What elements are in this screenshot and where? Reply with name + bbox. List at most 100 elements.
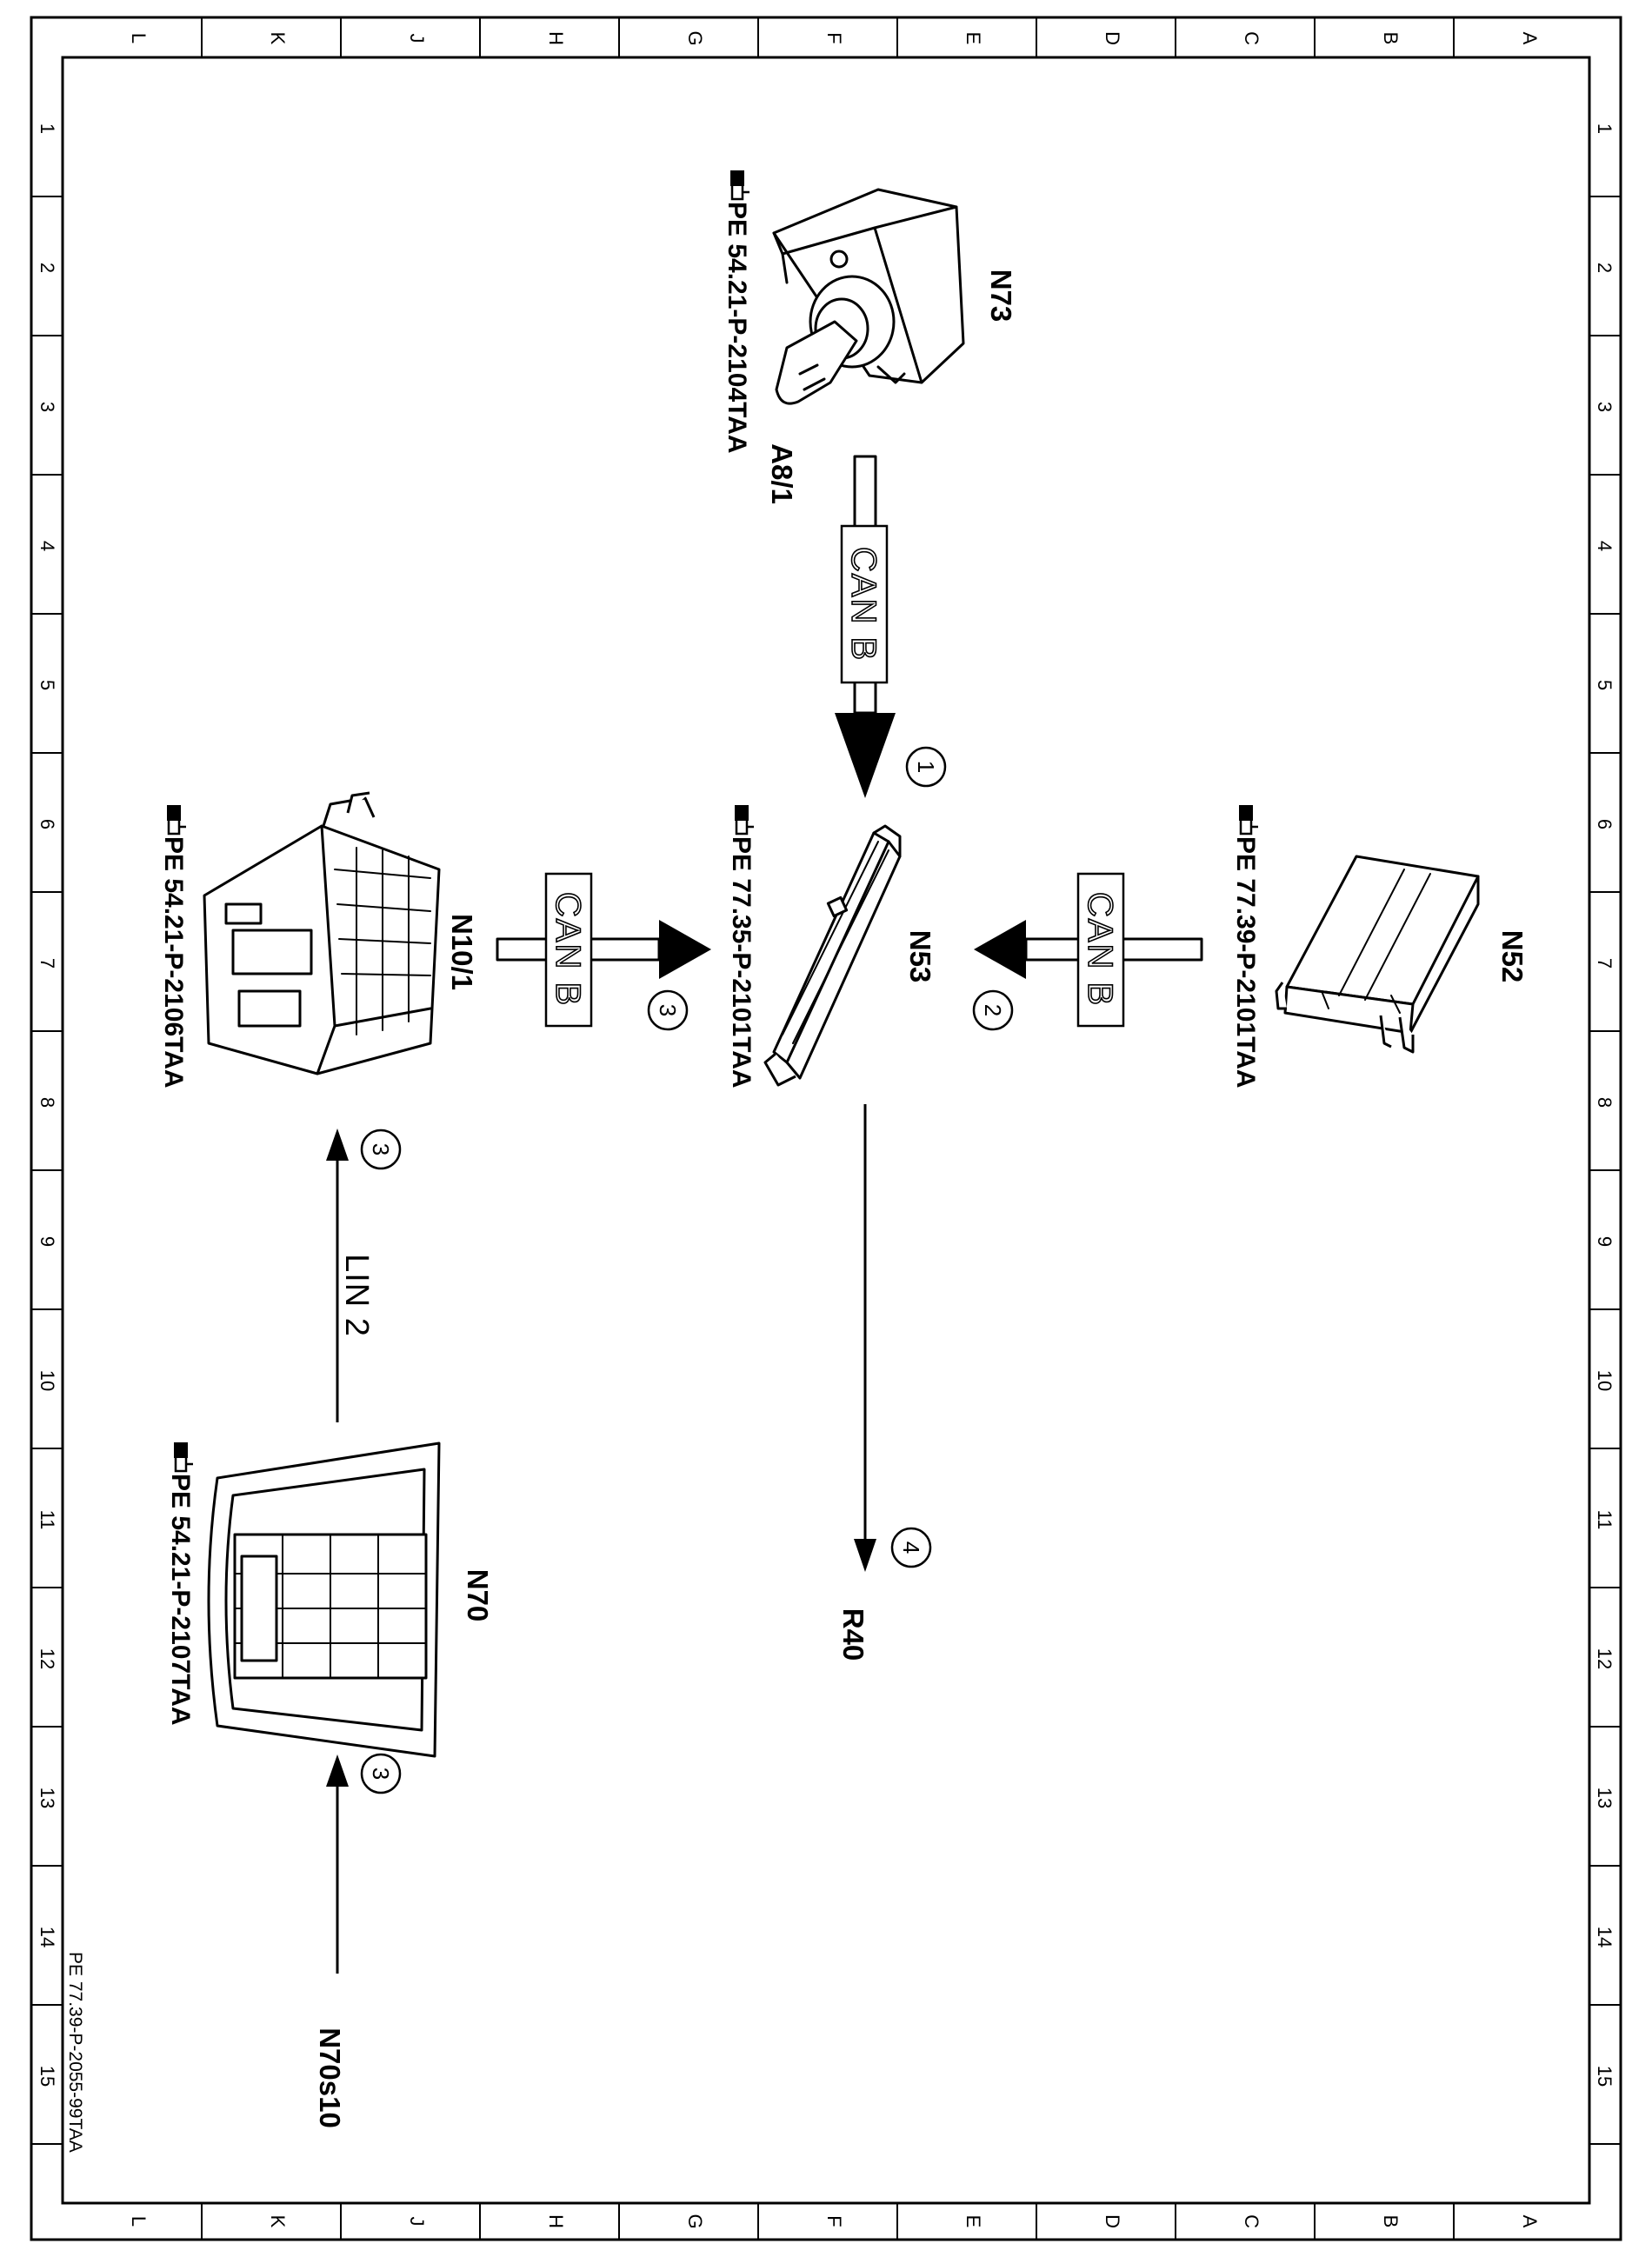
row-number: 1 <box>1594 123 1615 134</box>
column-letters-bottom: L K J H G F E D C B A <box>128 2214 1541 2228</box>
step-badge-6: 3 <box>360 1753 402 1794</box>
bus-label-box-3: CAN B <box>544 872 593 1028</box>
n70-label: N70 <box>462 1569 494 1622</box>
receiver-module-drawing <box>763 824 902 1087</box>
row-number: 6 <box>37 819 58 829</box>
row-number: 6 <box>1594 819 1615 829</box>
col-letter: L <box>128 2216 150 2227</box>
row-number: 5 <box>1594 680 1615 690</box>
row-number: 11 <box>37 1510 58 1530</box>
row-number: 3 <box>37 402 58 412</box>
row-number: 4 <box>1594 541 1615 551</box>
row-number: 15 <box>37 2066 58 2087</box>
row-number: 11 <box>1594 1510 1615 1530</box>
pointing-hand-icon <box>167 805 186 836</box>
row-number: 13 <box>37 1788 58 1808</box>
col-letter: L <box>128 33 150 43</box>
n73-label: N73 <box>985 270 1017 323</box>
n10-1-label: N10/1 <box>446 914 478 990</box>
lin-2-label: LIN 2 <box>338 1254 375 1337</box>
col-letter: D <box>1102 31 1123 45</box>
col-letter: E <box>963 32 984 45</box>
n52-label: N52 <box>1496 930 1529 983</box>
step-badge-5: 3 <box>360 1128 402 1170</box>
step-number: 3 <box>655 1004 681 1016</box>
col-letter: E <box>963 2215 984 2228</box>
n53-label: N53 <box>904 930 936 983</box>
col-letter: H <box>545 31 567 45</box>
row-number: 12 <box>1594 1648 1615 1669</box>
step-badge-2: 2 <box>972 989 1014 1031</box>
ref-text[interactable]: PE 54.21-P-2107TAA <box>166 1474 195 1726</box>
col-letter: B <box>1380 2215 1402 2228</box>
row-number: 9 <box>1594 1236 1615 1247</box>
row-number: 8 <box>37 1097 58 1108</box>
step-badge-4: 4 <box>890 1527 932 1568</box>
lin-2-link <box>326 1128 349 1422</box>
col-letter: F <box>823 32 845 43</box>
ref-n70[interactable]: PE 54.21-P-2107TAA <box>166 1442 195 1726</box>
col-letter: J <box>406 2217 428 2227</box>
col-letter: C <box>1241 31 1262 45</box>
col-letter: K <box>267 2215 289 2228</box>
col-letter: A <box>1519 2215 1541 2228</box>
row-number: 7 <box>37 958 58 969</box>
col-letter: D <box>1102 2214 1123 2228</box>
row-number: 13 <box>1594 1788 1615 1808</box>
row-number: 3 <box>1594 402 1615 412</box>
row-number: 9 <box>37 1236 58 1247</box>
row-number: 15 <box>1594 2066 1615 2087</box>
row-number: 1 <box>37 123 58 134</box>
step-badge-3: 3 <box>647 989 689 1031</box>
step-badge-1: 1 <box>905 746 947 788</box>
ref-text[interactable]: PE 77.39-P-2101TAA <box>1231 836 1260 1089</box>
n70s10-link <box>326 1754 349 1974</box>
step-number: 2 <box>980 1004 1006 1016</box>
row-number: 2 <box>37 263 58 273</box>
can-b-link-3 <box>496 920 711 979</box>
row-number: 14 <box>37 1927 58 1947</box>
row-number: 8 <box>1594 1097 1615 1108</box>
step-number: 4 <box>898 1541 924 1554</box>
ignition-switch-drawing <box>772 188 965 405</box>
pointing-hand-icon <box>730 170 749 201</box>
ref-n10-1[interactable]: PE 54.21-P-2106TAA <box>159 805 188 1089</box>
ref-n53[interactable]: PE 77.35-P-2101TAA <box>727 805 756 1089</box>
row-number: 10 <box>37 1370 58 1391</box>
col-letter: G <box>684 2214 706 2228</box>
bus-label-box-1: CAN B <box>840 524 889 684</box>
ref-n73[interactable]: PE 54.21-P-2104TAA <box>723 170 751 454</box>
ref-text[interactable]: PE 54.21-P-2106TAA <box>159 836 188 1089</box>
sheet-frame <box>30 16 1622 2241</box>
row-number: 2 <box>1594 263 1615 273</box>
col-letter: J <box>406 34 428 43</box>
ref-text[interactable]: PE 54.21-P-2104TAA <box>723 202 751 454</box>
col-letter: K <box>267 32 289 45</box>
n70s10-label: N70s10 <box>314 2027 346 2128</box>
row-number: 10 <box>1594 1370 1615 1391</box>
col-letter: H <box>545 2214 567 2228</box>
ref-n52[interactable]: PE 77.39-P-2101TAA <box>1231 805 1260 1089</box>
a8-1-label: A8/1 <box>766 443 798 504</box>
link-to-r40 <box>854 1104 876 1572</box>
row-number: 5 <box>37 680 58 690</box>
col-letter: G <box>684 30 706 45</box>
sam-module-drawing <box>203 791 441 1075</box>
control-module-drawing <box>1275 855 1480 1054</box>
ref-text[interactable]: PE 77.35-P-2101TAA <box>727 836 756 1089</box>
column-letters-top: L K J H G F E D C B A <box>128 30 1541 45</box>
bus-label-box-2: CAN B <box>1076 872 1125 1028</box>
col-letter: F <box>823 2215 845 2227</box>
row-number: 14 <box>1594 1927 1615 1947</box>
col-letter: C <box>1241 2214 1262 2228</box>
row-number: 12 <box>37 1648 58 1669</box>
bus-label: CAN B <box>549 892 587 1007</box>
step-number: 3 <box>368 1768 394 1780</box>
col-letter: A <box>1519 32 1541 45</box>
pointing-hand-icon <box>1239 805 1258 836</box>
row-numbers-right: 1 2 3 4 5 6 7 8 9 10 11 12 13 14 15 <box>1594 123 1615 2087</box>
overhead-panel-drawing <box>207 1441 441 1758</box>
pointing-hand-icon <box>735 805 754 836</box>
row-number: 7 <box>1594 958 1615 969</box>
